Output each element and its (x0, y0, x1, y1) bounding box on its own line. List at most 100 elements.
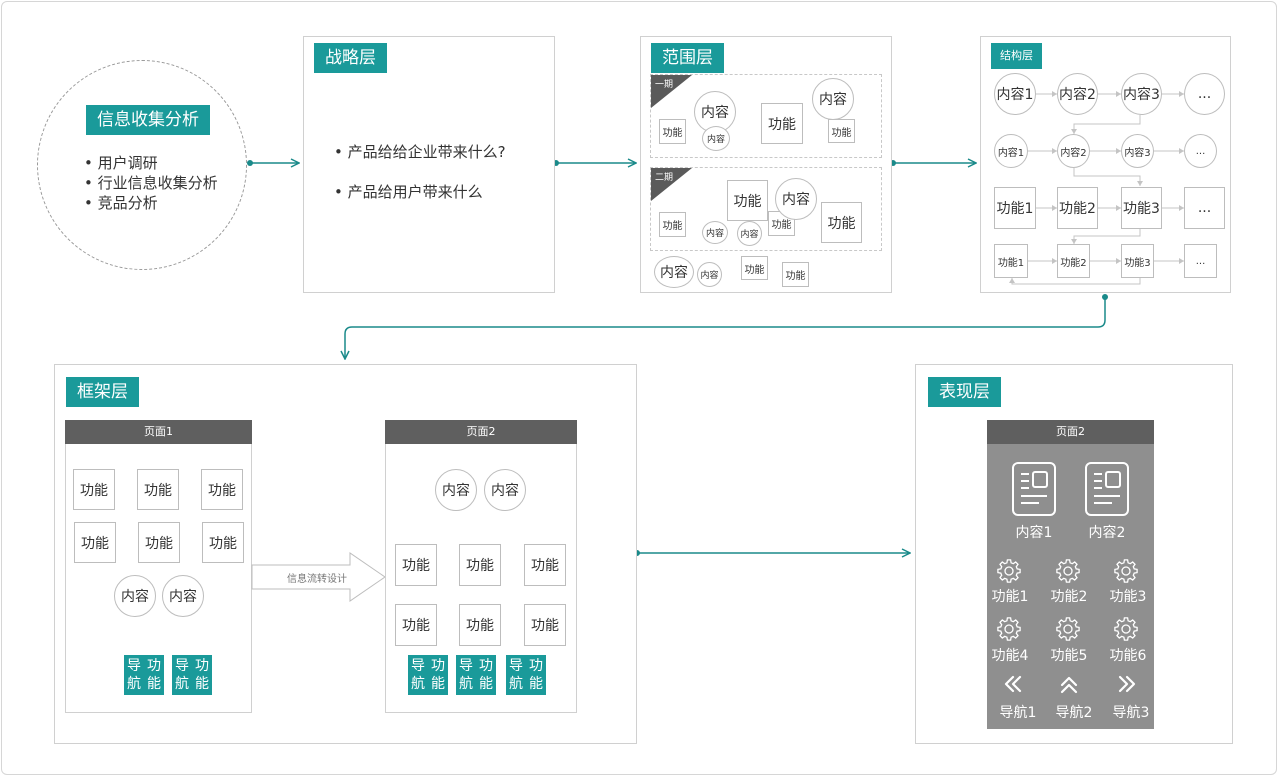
page2-nav-button: 导航功能 (408, 655, 448, 695)
page2-feature: 功能 (524, 604, 566, 646)
strategy-bullet-1: • 产品给给企业带来什么? (334, 143, 506, 161)
page1-feature: 功能 (202, 522, 244, 563)
strategy-title: 战略层 (314, 43, 387, 73)
structure-content-node: 内容2 (1057, 134, 1090, 168)
structure-feature-node: 功能3 (1121, 187, 1162, 229)
surface-feature-label: 功能1 (991, 589, 1029, 605)
nav-line2: 功能 (147, 658, 161, 692)
page1-content: 内容 (162, 575, 204, 617)
page1-nav-button: 导航功能 (172, 655, 212, 695)
structure-feature-node: 功能1 (994, 244, 1028, 278)
page1-feature: 功能 (201, 469, 243, 510)
scope-feature-large: 功能 (727, 180, 768, 221)
page2-nav-button: 导航功能 (456, 655, 496, 695)
scope-feature: 功能 (782, 262, 809, 287)
page2-feature: 功能 (395, 604, 437, 646)
phase2-label: 二期 (655, 173, 674, 183)
info-title: 信息收集分析 (86, 105, 210, 135)
structure-content-node: 内容1 (994, 73, 1036, 115)
page2-feature: 功能 (459, 544, 501, 586)
surface-nav-label: 导航1 (999, 705, 1037, 721)
structure-content-node: 内容3 (1121, 134, 1154, 168)
double-chevron-left-icon (1004, 675, 1022, 693)
structure-more-node: ... (1184, 73, 1225, 115)
nav-line1: 导航 (509, 658, 523, 692)
surface-feature-label: 功能4 (991, 648, 1029, 664)
structure-feature-node: 功能3 (1121, 244, 1154, 278)
double-chevron-right-icon (1118, 675, 1136, 693)
page2-feature: 功能 (459, 604, 501, 646)
scope-content: 内容 (775, 178, 817, 220)
surface-feature-label: 功能5 (1050, 648, 1088, 664)
doc-icon (1085, 462, 1129, 516)
nav-line1: 导航 (411, 658, 425, 692)
page1-nav-button: 导航功能 (124, 655, 164, 695)
page1-feature: 功能 (138, 522, 180, 563)
structure-more-node: ... (1184, 187, 1225, 229)
nav-line1: 导航 (127, 658, 141, 692)
nav-line1: 导航 (175, 658, 189, 692)
scope-content: 内容 (812, 78, 854, 120)
surface-page-header: 页面2 (987, 420, 1154, 444)
surface-nav-label: 导航3 (1112, 705, 1150, 721)
structure-feature-node: 功能1 (994, 187, 1036, 229)
strategy-panel (303, 36, 555, 293)
surface-content-label: 内容2 (1088, 525, 1126, 541)
info-bullet-3: • 竞品分析 (84, 194, 158, 212)
page1-feature: 功能 (74, 522, 116, 563)
info-bullet-1: • 用户调研 (84, 154, 158, 172)
gear-icon (997, 559, 1021, 583)
surface-feature-label: 功能3 (1109, 589, 1147, 605)
structure-content-node: 内容3 (1121, 73, 1162, 115)
structure-content-node: 内容2 (1057, 73, 1098, 115)
phase2-group (650, 167, 882, 251)
surface-feature-label: 功能2 (1050, 589, 1088, 605)
gear-icon (1114, 559, 1138, 583)
page1-feature: 功能 (137, 469, 179, 510)
gear-icon (1056, 617, 1080, 641)
phase1-label: 一期 (655, 80, 674, 90)
skeleton-title: 框架层 (66, 377, 139, 407)
surface-feature-label: 功能6 (1109, 648, 1147, 664)
nav-line1: 导航 (459, 658, 473, 692)
page2-feature: 功能 (524, 544, 566, 586)
gear-icon (997, 617, 1021, 641)
gear-icon (1114, 617, 1138, 641)
scope-content-loose: 内容 (654, 256, 694, 288)
nav-line2: 功能 (431, 658, 445, 692)
scope-title: 范围层 (651, 43, 724, 73)
doc-icon (1012, 462, 1056, 516)
scope-feature: 功能 (659, 119, 686, 144)
surface-title: 表现层 (928, 377, 1001, 407)
info-circle (37, 60, 247, 270)
surface-nav-label: 导航2 (1055, 705, 1093, 721)
page2-content: 内容 (435, 469, 477, 511)
page2-feature: 功能 (395, 544, 437, 586)
structure-feature-node: 功能2 (1057, 187, 1098, 229)
structure-more-node: ... (1184, 244, 1217, 278)
flow-label: 信息流转设计 (287, 574, 347, 585)
surface-content-label: 内容1 (1015, 525, 1053, 541)
structure-feature-node: 功能2 (1057, 244, 1090, 278)
scope-feature-large: 功能 (761, 103, 803, 144)
scope-feature: 功能 (741, 256, 768, 280)
nav-line2: 功能 (529, 658, 543, 692)
page1-content: 内容 (114, 575, 156, 617)
page1-header: 页面1 (65, 420, 252, 444)
nav-line2: 功能 (479, 658, 493, 692)
structure-content-node: 内容1 (994, 134, 1028, 168)
gear-icon (1056, 559, 1080, 583)
page2-header: 页面2 (385, 420, 577, 444)
scope-content-small: 内容 (702, 221, 728, 244)
page1-feature: 功能 (73, 469, 115, 510)
scope-content-small: 内容 (702, 126, 730, 151)
page2-nav-button: 导航功能 (506, 655, 546, 695)
strategy-bullet-2: • 产品给用户带来什么 (334, 183, 483, 201)
double-chevron-up-icon (1060, 676, 1078, 694)
structure-title: 结构层 (991, 43, 1042, 69)
